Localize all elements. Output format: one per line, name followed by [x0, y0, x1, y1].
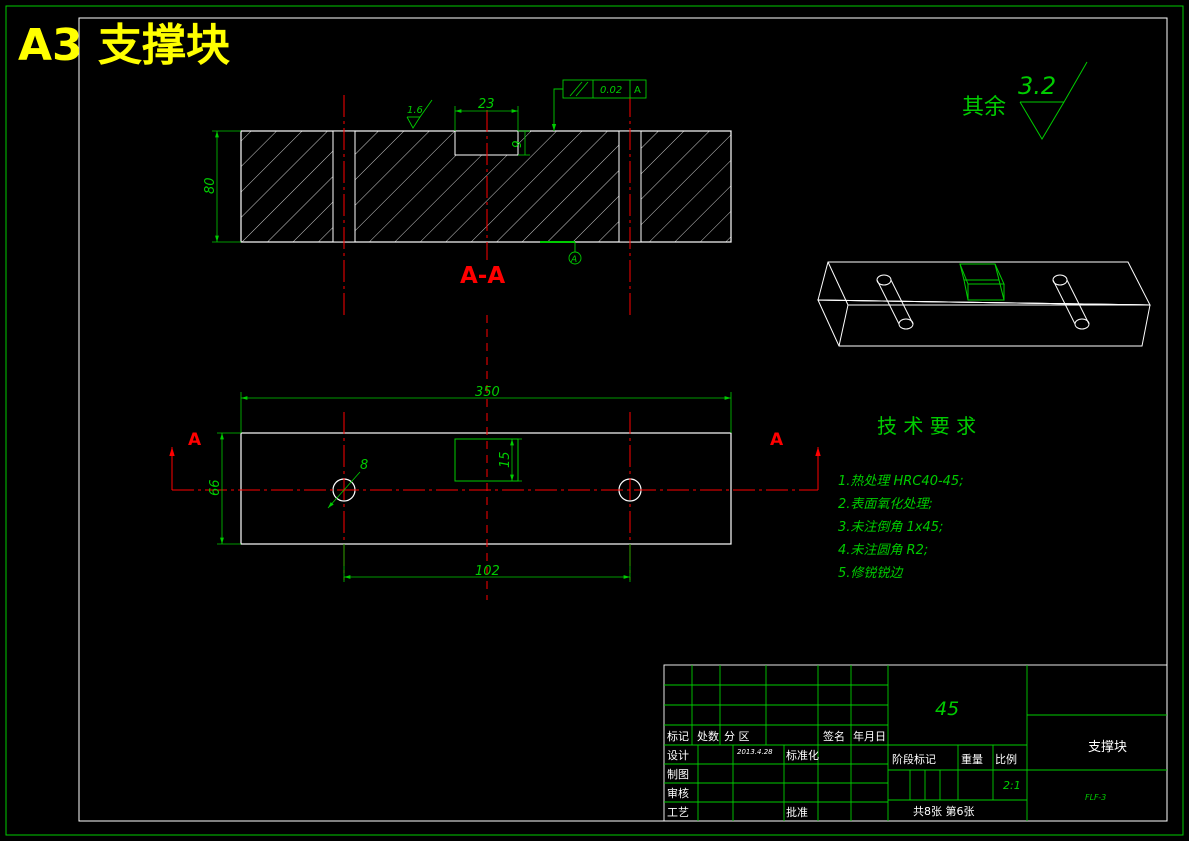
dim-length: 350 — [475, 385, 500, 400]
roughness-symbol: 1.6 — [406, 99, 433, 129]
tolerance-datum: A — [634, 85, 641, 96]
outer-frame — [5, 5, 1184, 836]
surface-finish-prefix: 其余 — [962, 95, 1006, 120]
dim-slot-length: 15 — [498, 451, 513, 468]
surface-finish-value: 3.2 — [1018, 72, 1056, 100]
sheet-title: A3 支撑块 — [18, 20, 230, 71]
plan-outline — [240, 432, 732, 545]
tech-item: 5.修锐锐边 — [838, 566, 904, 581]
label-sign: 签名 — [823, 729, 845, 743]
label-standard: 标准化 — [786, 748, 819, 762]
dim-width: 66 — [208, 479, 223, 496]
label-zone: 分 区 — [724, 730, 750, 743]
tolerance-frame: 0.02 A — [551, 79, 647, 131]
dim-slot-depth: 9 — [510, 140, 524, 148]
label-stage: 阶段标记 — [892, 752, 936, 766]
label-drawn: 制图 — [667, 768, 689, 781]
title-block: 45 支撑块 FLF-3 2:1 共8张 第6张 标记 处数 分 区 签名 年月… — [663, 664, 1168, 822]
tech-item: 3.未注倒角 1x45; — [838, 520, 943, 535]
label-date-ymd: 年月日 — [853, 729, 886, 743]
datum-marker: A — [540, 241, 582, 265]
sheet-info: 共8张 第6张 — [913, 804, 975, 818]
date-value: 2013.4.28 — [737, 748, 773, 756]
section-label: A-A — [460, 263, 505, 289]
tech-item: 2.表面氧化处理; — [838, 497, 933, 512]
isometric-view — [817, 261, 1151, 347]
label-process: 工艺 — [667, 806, 689, 819]
datum-letter: A — [570, 255, 577, 265]
label-review: 审核 — [667, 786, 689, 800]
section-view: 23 9 80 1.6 0.02 A — [203, 79, 732, 315]
plan-slot — [454, 438, 519, 482]
label-count: 处数 — [697, 730, 719, 743]
scale: 2:1 — [1003, 779, 1021, 792]
dim-slot-width: 23 — [478, 97, 495, 112]
plan-view: A A 350 66 15 8 102 — [169, 315, 821, 600]
dim-hole-diameter: 8 — [360, 458, 368, 473]
label-approve: 批准 — [786, 805, 808, 819]
label-mark: 标记 — [667, 729, 689, 743]
section-mark-right: A — [770, 430, 784, 450]
tech-item: 1.热处理 HRC40-45; — [838, 474, 964, 489]
roughness-value: 1.6 — [407, 105, 423, 116]
label-weight: 重量 — [961, 752, 983, 766]
label-design: 设计 — [667, 749, 689, 762]
tech-requirements: 技 术 要 求 1.热处理 HRC40-45; 2.表面氧化处理; 3.未注倒角… — [838, 414, 976, 581]
drawing-no: FLF-3 — [1085, 793, 1106, 802]
section-mark-left: A — [188, 430, 202, 450]
surface-finish: 其余 3.2 — [962, 61, 1088, 140]
part-name: 支撑块 — [1088, 740, 1127, 755]
tech-heading: 技 术 要 求 — [877, 414, 976, 438]
tech-item: 4.未注圆角 R2; — [838, 543, 928, 558]
tolerance-value: 0.02 — [600, 85, 622, 96]
dim-height: 80 — [203, 177, 218, 194]
material: 45 — [935, 698, 959, 720]
inner-frame — [78, 17, 1168, 822]
dim-hole-spacing: 102 — [475, 564, 500, 579]
label-scale: 比例 — [995, 752, 1017, 766]
